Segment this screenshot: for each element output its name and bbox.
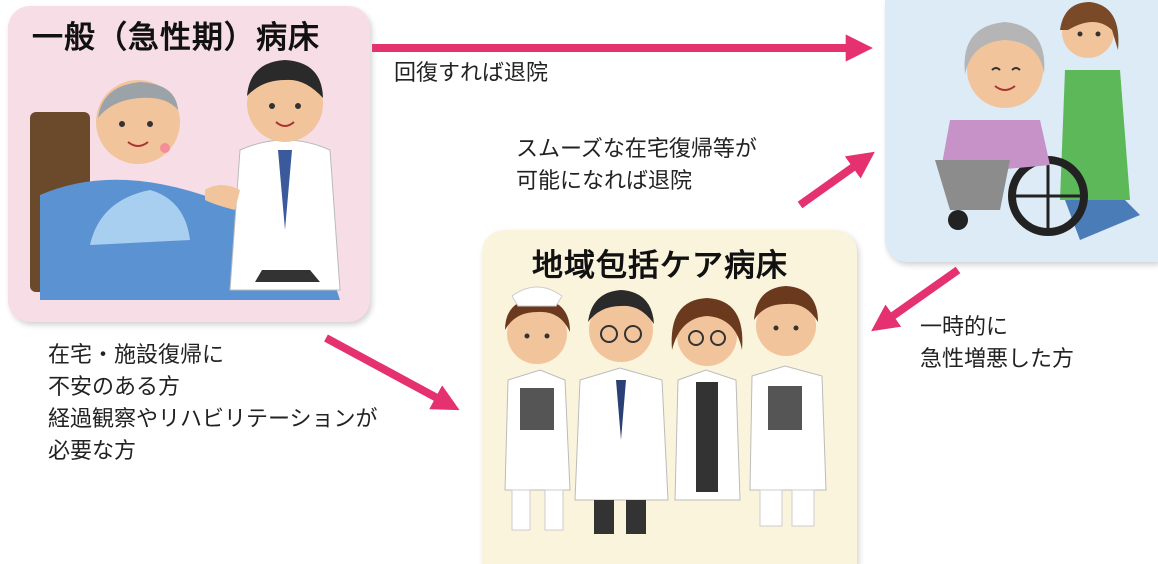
acute-exacerbation-label: 一時的に 急性増悪した方	[920, 315, 1075, 372]
transfer-reason-label: 在宅・施設復帰に 不安のある方 経過観察やリハビリテーションが 必要な方	[48, 343, 378, 464]
community-care-ward-title: 地域包括ケア病床	[532, 248, 788, 284]
elderly-woman-wheelchair-icon	[935, 22, 1088, 236]
arrow-acute-to-community	[324, 334, 460, 411]
caregiver-icon	[1060, 2, 1140, 240]
doctor-icon	[205, 60, 341, 291]
male-nurse-icon	[749, 286, 827, 527]
doctor-glasses-icon	[574, 290, 669, 534]
nurse-icon	[504, 286, 571, 531]
female-doctor-icon	[671, 298, 743, 501]
arrow-home-to-community	[871, 266, 961, 332]
arrow-community-to-home	[797, 151, 875, 209]
acute-ward-title: 一般（急性期）病床	[32, 20, 320, 56]
smooth-return-label: スムーズな在宅復帰等が 可能になれば退院	[516, 137, 757, 194]
recover-discharge-label: 回復すれば退院	[394, 61, 549, 86]
